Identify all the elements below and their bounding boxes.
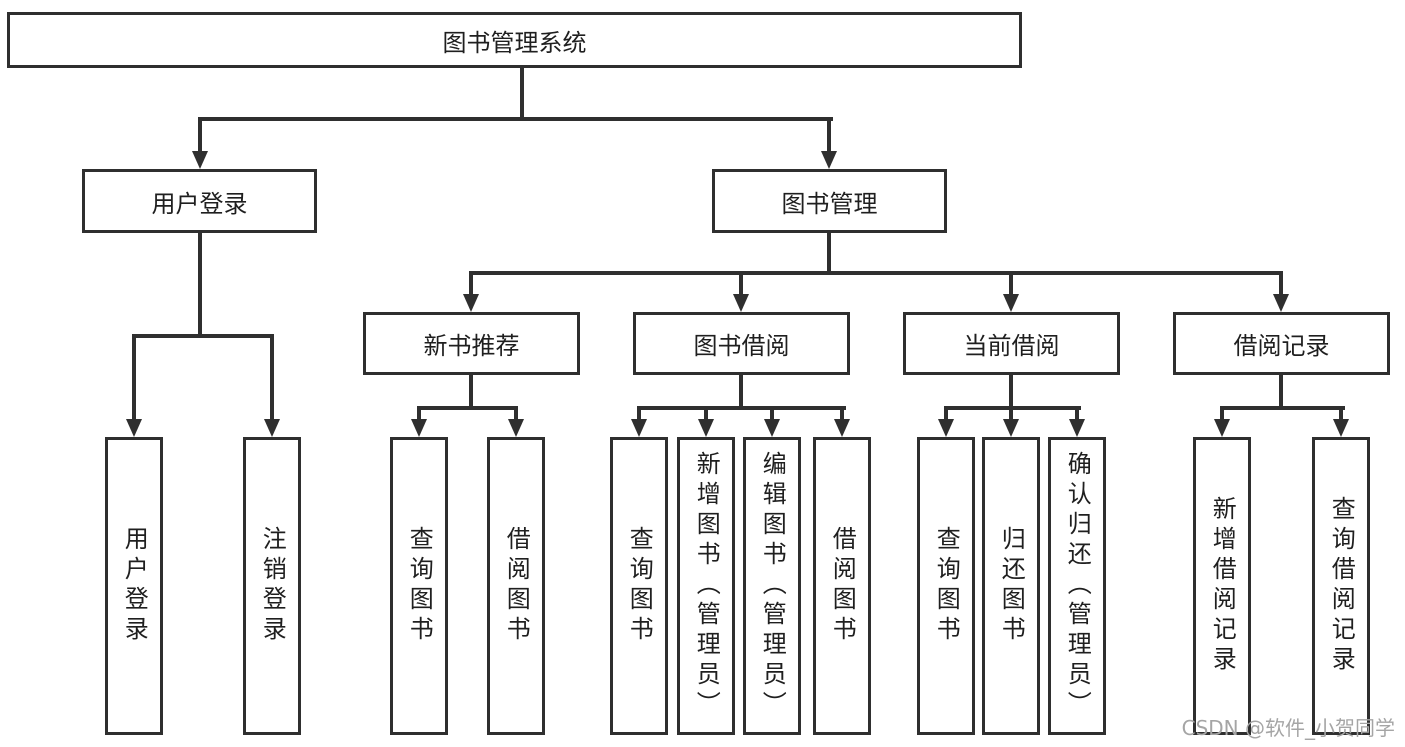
connector-stem (704, 406, 708, 421)
connector-trunk (520, 68, 524, 121)
connector-trunk (198, 233, 202, 338)
node-label: 用户登录 (120, 526, 149, 646)
node-leaf-add-books-admin: 新增图书（管理员） (677, 437, 735, 735)
connector-stem (514, 406, 518, 421)
node-label: 查询借阅记录 (1327, 496, 1356, 676)
node-label: 查询图书 (932, 526, 961, 646)
node-label: 借阅图书 (828, 526, 857, 646)
connector-stem (469, 273, 473, 298)
node-leaf-query-books-recommend: 查询图书 (390, 437, 448, 735)
node-label: 借阅图书 (502, 526, 531, 646)
node-user-login-branch: 用户登录 (82, 169, 317, 233)
node-leaf-edit-books-admin: 编辑图书（管理员） (743, 437, 801, 735)
connector-trunk (1279, 375, 1283, 410)
node-root: 图书管理系统 (7, 12, 1022, 68)
arrow-down-icon (834, 419, 850, 437)
arrow-down-icon (938, 419, 954, 437)
node-book-management-branch: 图书管理 (712, 169, 947, 233)
node-leaf-borrow-books-recommend: 借阅图书 (487, 437, 545, 735)
node-label: 编辑图书（管理员） (758, 451, 787, 721)
node-label: 注销登录 (258, 526, 287, 646)
node-label: 归还图书 (997, 526, 1026, 646)
node-label: 新增图书（管理员） (692, 451, 721, 721)
arrow-down-icon (411, 419, 427, 437)
connector-stem (637, 406, 641, 421)
connector-branch-line (132, 334, 274, 338)
node-borrow-records: 借阅记录 (1173, 312, 1390, 375)
arrow-down-icon (1069, 419, 1085, 437)
arrow-down-icon (733, 294, 749, 312)
connector-stem (1339, 406, 1343, 421)
connector-stem (132, 336, 136, 421)
connector-stem (1009, 273, 1013, 298)
node-label: 确认归还（管理员） (1063, 451, 1092, 721)
connector-branch-line (469, 271, 1283, 275)
node-label: 新增借阅记录 (1208, 496, 1237, 676)
connector-branch-line (198, 117, 833, 121)
connector-trunk (739, 375, 743, 410)
connector-stem (270, 336, 274, 421)
connector-trunk (827, 233, 831, 275)
node-leaf-add-borrow-record: 新增借阅记录 (1193, 437, 1251, 735)
node-leaf-logout: 注销登录 (243, 437, 301, 735)
node-leaf-user-login: 用户登录 (105, 437, 163, 735)
arrow-down-icon (508, 419, 524, 437)
connector-branch-line (1220, 406, 1345, 410)
node-label: 查询图书 (625, 526, 654, 646)
arrow-down-icon (1273, 294, 1289, 312)
node-leaf-query-borrow-record: 查询借阅记录 (1312, 437, 1370, 735)
node-leaf-query-books-current: 查询图书 (917, 437, 975, 735)
arrow-down-icon (631, 419, 647, 437)
node-new-book-recommend: 新书推荐 (363, 312, 580, 375)
node-leaf-query-books-borrow: 查询图书 (610, 437, 668, 735)
arrow-down-icon (1333, 419, 1349, 437)
connector-stem (944, 406, 948, 421)
arrow-down-icon (463, 294, 479, 312)
connector-trunk (469, 375, 473, 410)
node-leaf-confirm-return-admin: 确认归还（管理员） (1048, 437, 1106, 735)
node-leaf-borrow-books: 借阅图书 (813, 437, 871, 735)
arrow-down-icon (1003, 294, 1019, 312)
node-label: 查询图书 (405, 526, 434, 646)
connector-stem (1075, 406, 1079, 421)
connector-stem (827, 119, 831, 153)
connector-stem (417, 406, 421, 421)
arrow-down-icon (821, 151, 837, 169)
watermark: CSDN @软件_小贺同学 (1181, 716, 1395, 740)
connector-stem (739, 273, 743, 298)
connector-stem (1009, 406, 1013, 421)
arrow-down-icon (1214, 419, 1230, 437)
node-leaf-return-books: 归还图书 (982, 437, 1040, 735)
connector-stem (770, 406, 774, 421)
node-current-borrow: 当前借阅 (903, 312, 1120, 375)
connector-branch-line (417, 406, 518, 410)
connector-stem (840, 406, 844, 421)
arrow-down-icon (126, 419, 142, 437)
arrow-down-icon (698, 419, 714, 437)
node-book-borrow: 图书借阅 (633, 312, 850, 375)
arrow-down-icon (264, 419, 280, 437)
connector-stem (1220, 406, 1224, 421)
arrow-down-icon (192, 151, 208, 169)
connector-trunk (1009, 375, 1013, 410)
arrow-down-icon (1003, 419, 1019, 437)
arrow-down-icon (764, 419, 780, 437)
connector-stem (198, 119, 202, 153)
connector-stem (1279, 273, 1283, 298)
connector-branch-line (637, 406, 846, 410)
